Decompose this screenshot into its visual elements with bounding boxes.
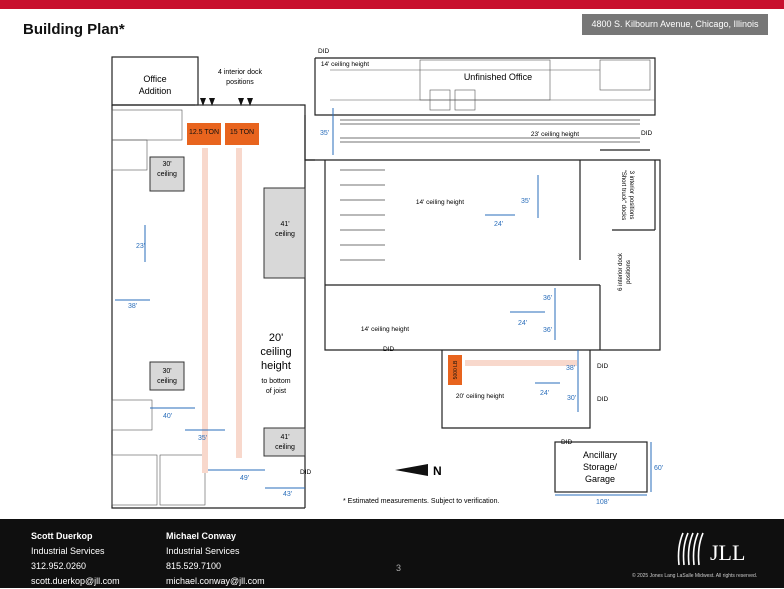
dim-label: 38'	[566, 365, 575, 372]
ceiling-30-a-label-1: 30'	[162, 161, 171, 168]
dim-label: 49'	[240, 475, 249, 482]
footnote: * Estimated measurements. Subject to ver…	[343, 498, 499, 505]
dim-label: 108'	[596, 499, 609, 506]
ancillary-label-2: Storage/	[583, 462, 618, 472]
jll-logo-icon	[677, 532, 704, 566]
ceiling-41-b-label-1: 41'	[280, 434, 289, 441]
crane-15-ton-label: 15 TON	[230, 129, 254, 136]
dim-label: 43'	[283, 491, 292, 498]
contact-name: Scott Duerkop	[31, 531, 93, 541]
address-badge: 4800 S. Kilbourn Avenue, Chicago, Illino…	[582, 14, 768, 35]
did-label: DID	[597, 363, 609, 370]
crane-rail-3	[465, 360, 577, 366]
contact-dept: Industrial Services	[166, 546, 240, 556]
footer: Scott Duerkop Industrial Services 312.95…	[0, 519, 784, 588]
dim-label: 30'	[567, 395, 576, 402]
ceiling-23-label: 23' ceiling height	[531, 131, 579, 138]
contact-card-1: Scott Duerkop Industrial Services 312.95…	[31, 529, 120, 589]
ceiling-14-top-label: 14' ceiling height	[321, 61, 369, 68]
ceiling-41-b-label-2: ceiling	[275, 444, 295, 451]
contact-phone[interactable]: 815.529.7100	[166, 561, 222, 571]
copyright: © 2025 Jones Lang LaSalle Midwest. All r…	[632, 573, 758, 579]
ceiling-20-sub-1: to bottom	[261, 378, 290, 385]
dim-label: 35'	[198, 435, 207, 442]
dim-label: 23'	[136, 243, 145, 250]
north-arrow-icon	[395, 464, 428, 476]
ceiling-14-low-label: 14' ceiling height	[361, 326, 409, 333]
crane-12-5-ton	[187, 123, 221, 145]
ceiling-41-a-label-1: 41'	[280, 221, 289, 228]
ceiling-30-b-label-2: ceiling	[157, 378, 177, 385]
ceiling-20-label-1: 20'	[269, 332, 283, 344]
crane-15-ton	[225, 123, 259, 145]
logo-text: JLL	[710, 540, 745, 565]
ceiling-14-mid-label: 14' ceiling height	[416, 199, 464, 206]
dock-markers	[200, 98, 253, 106]
dim-label: 60'	[654, 465, 663, 472]
jll-logo: JLL	[677, 532, 745, 566]
dim-label: 35'	[521, 198, 530, 205]
page-number: 3	[396, 563, 402, 573]
contact-card-2: Michael Conway Industrial Services 815.5…	[166, 529, 265, 589]
did-labels: DID DID DID DID DID DID DID	[300, 48, 653, 476]
dimension-lines	[115, 108, 652, 496]
building-outline	[111, 56, 661, 509]
dimension-labels: 35' 23' 38' 40' 35' 49' 43' 24' 35' 36' …	[128, 130, 663, 506]
did-label: DID	[300, 469, 312, 476]
dim-label: 36'	[543, 327, 552, 334]
ceiling-20-sub-2: of joist	[266, 388, 286, 395]
dim-label: 24'	[518, 320, 527, 327]
did-label: DID	[597, 396, 609, 403]
short-truck-label-2: 3 interior positions	[628, 171, 634, 220]
crane-rail-1	[202, 148, 208, 473]
six-docks-label-1: 6 interior dock	[618, 252, 624, 291]
crane-12-5-ton-label: 12.5 TON	[189, 129, 219, 136]
ceiling-20-small-label: 20' ceiling height	[456, 393, 504, 400]
did-label: DID	[561, 439, 573, 446]
ceiling-41-a-label-2: ceiling	[275, 231, 295, 238]
contact-email[interactable]: michael.conway@jll.com	[166, 576, 265, 586]
dim-label: 24'	[494, 221, 503, 228]
office-addition-label-2: Addition	[139, 86, 172, 96]
did-label: DID	[383, 346, 395, 353]
ceiling-30-b-label-1: 30'	[162, 368, 171, 375]
did-label: DID	[641, 130, 653, 137]
ancillary-label-3: Garage	[585, 474, 615, 484]
short-truck-label-1: "Short truck" docks	[620, 170, 626, 221]
crane-5000-lb-label: 5000 LB	[453, 360, 459, 379]
dim-label: 40'	[163, 413, 172, 420]
ceiling-20-label-2: ceiling	[260, 346, 291, 358]
six-docks-label-2: positions	[626, 260, 632, 284]
crane-5000-lb	[448, 355, 462, 385]
ancillary-label-1: Ancillary	[583, 450, 618, 460]
dim-label: 24'	[540, 390, 549, 397]
racking	[340, 119, 640, 261]
brand-bar	[0, 0, 784, 9]
dim-label: 36'	[543, 295, 552, 302]
zone-41-ceiling-b	[263, 427, 306, 457]
office-addition-label-1: Office	[143, 74, 166, 84]
contact-dept: Industrial Services	[31, 546, 105, 556]
zone-30-ceiling-b	[149, 361, 185, 391]
page-title: Building Plan*	[23, 21, 125, 38]
contact-name: Michael Conway	[166, 531, 237, 541]
dim-label: 38'	[128, 303, 137, 310]
unfinished-office-label: Unfinished Office	[464, 72, 532, 82]
did-label: DID	[318, 48, 330, 55]
crane-rail-2	[236, 148, 242, 458]
north-label: N	[433, 464, 442, 478]
contact-email[interactable]: scott.duerkop@jll.com	[31, 576, 120, 586]
dock-label-2: positions	[226, 79, 254, 86]
zone-30-ceiling-a	[149, 156, 185, 192]
dim-label: 35'	[320, 130, 329, 137]
dock-label-1: 4 interior dock	[218, 69, 262, 76]
contact-phone[interactable]: 312.952.0260	[31, 561, 87, 571]
ceiling-30-a-label-2: ceiling	[157, 171, 177, 178]
floor-plan: 12.5 TON 15 TON 5000 LB N Office Additio…	[111, 48, 663, 509]
zone-41-ceiling-a	[263, 187, 306, 279]
office-detail	[111, 59, 655, 506]
ceiling-20-label-3: height	[261, 360, 291, 372]
